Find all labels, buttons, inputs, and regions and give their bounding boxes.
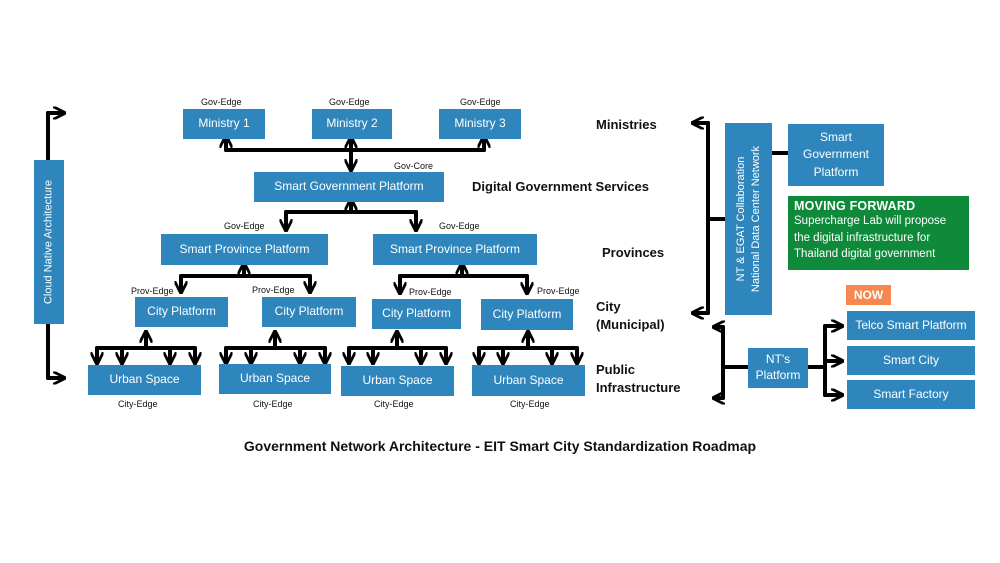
gov-core-label: Gov-Core xyxy=(394,161,434,171)
level-public-line1: Public xyxy=(596,362,636,377)
prov-edge-label: Prov-Edge xyxy=(409,287,452,297)
level-city-line2: (Municipal) xyxy=(596,317,665,333)
ministry-1-box: Ministry 1 xyxy=(183,109,265,139)
smart-province-platform-box: Smart Province Platform xyxy=(373,234,537,265)
urban-space-box: Urban Space xyxy=(88,365,201,395)
prov-edge-label: Prov-Edge xyxy=(252,285,295,295)
city-edge-label: City-Edge xyxy=(374,399,414,409)
gov-edge-label: Gov-Edge xyxy=(329,97,370,107)
city-platform-box: City Platform xyxy=(262,297,356,327)
gov-edge-label: Gov-Edge xyxy=(201,97,242,107)
gov-edge-label: Gov-Edge xyxy=(439,221,480,231)
cloud-native-architecture-label: Cloud Native Architecture xyxy=(42,179,55,305)
sgp-line3: Platform xyxy=(813,164,859,179)
ministry-3-box: Ministry 3 xyxy=(439,109,521,139)
sgp-line1: Smart xyxy=(819,129,852,144)
gov-edge-label: Gov-Edge xyxy=(460,97,501,107)
diagram-title: Government Network Architecture - EIT Sm… xyxy=(243,438,757,454)
level-provinces: Provinces xyxy=(602,245,665,260)
nt-platform-box: NT's Platform xyxy=(748,348,808,388)
sgp-line2: Government xyxy=(802,147,870,162)
moving-forward-box: MOVING FORWARD Supercharge Lab will prop… xyxy=(788,196,969,270)
city-edge-label: City-Edge xyxy=(510,399,550,409)
ministry-2-box: Ministry 2 xyxy=(312,109,392,139)
city-edge-label: City-Edge xyxy=(253,399,293,409)
cloud-native-architecture-bar: Cloud Native Architecture xyxy=(34,160,64,324)
prov-edge-label: Prov-Edge xyxy=(537,286,580,296)
city-platform-box: City Platform xyxy=(372,299,461,329)
collab-line2: National Data Center Network xyxy=(749,145,762,293)
collab-line1: NT & EGAT Collaboration xyxy=(734,156,747,282)
nt-platform-line1: NT's xyxy=(765,352,791,367)
smart-government-platform-box: Smart Government Platform xyxy=(254,172,444,202)
level-ministries: Ministries xyxy=(596,117,657,132)
city-edge-label: City-Edge xyxy=(118,399,158,409)
telco-smart-platform-box: Telco Smart Platform xyxy=(847,311,975,340)
nt-egat-collaboration-box: NT & EGAT Collaboration National Data Ce… xyxy=(725,123,772,315)
moving-forward-line2: the digital infrastructure for xyxy=(794,231,931,244)
urban-space-box: Urban Space xyxy=(219,364,331,394)
smart-city-box: Smart City xyxy=(847,346,975,375)
smart-factory-box: Smart Factory xyxy=(847,380,975,409)
prov-edge-label: Prov-Edge xyxy=(131,286,174,296)
gov-edge-label: Gov-Edge xyxy=(224,221,265,231)
city-platform-box: City Platform xyxy=(481,299,573,330)
nt-platform-line2: Platform xyxy=(755,368,801,382)
moving-forward-heading: MOVING FORWARD xyxy=(794,199,916,213)
moving-forward-line3: Thailand digital government xyxy=(794,248,936,261)
city-platform-box: City Platform xyxy=(135,297,228,327)
now-badge: NOW xyxy=(846,285,891,305)
urban-space-box: Urban Space xyxy=(341,366,454,396)
moving-forward-line1: Supercharge Lab will propose xyxy=(794,215,947,227)
level-city: City (Municipal) xyxy=(596,298,665,334)
level-public-line2: Infrastructure xyxy=(596,380,681,396)
level-public-infrastructure: Public Infrastructure xyxy=(596,361,681,397)
urban-space-box: Urban Space xyxy=(472,365,585,396)
level-digital-government-services: Digital Government Services xyxy=(472,179,650,194)
level-city-line1: City xyxy=(596,299,621,314)
smart-province-platform-box: Smart Province Platform xyxy=(161,234,328,265)
smart-government-platform-right-box: Smart Government Platform xyxy=(788,124,884,186)
